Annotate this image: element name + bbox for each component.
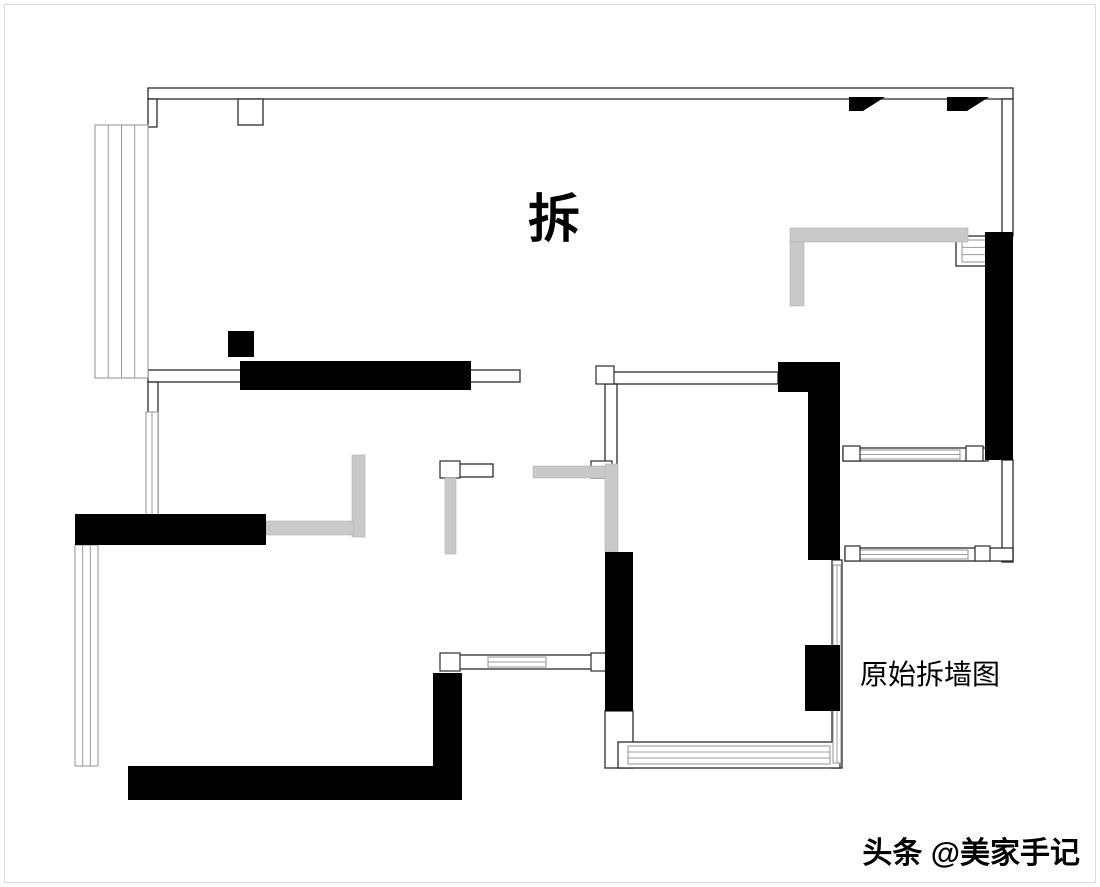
demolish-annotation: 拆: [528, 189, 583, 250]
beam-mark: [947, 97, 989, 111]
watermark: 头条 @美家手记: [862, 837, 1080, 870]
demolish-wall-segment: [985, 232, 1013, 460]
window-symbol: [627, 745, 831, 765]
wall-outline-segment: [469, 369, 521, 383]
demolish-wall-segment: [240, 361, 471, 390]
wall-junction-box: [439, 652, 461, 672]
wall-junction-box: [842, 445, 861, 462]
wall-junction-box: [965, 445, 984, 462]
retained-wall-segment: [789, 241, 805, 307]
wall-outline-segment: [147, 87, 1014, 100]
window-symbol: [74, 544, 99, 767]
retained-wall-segment: [789, 227, 969, 243]
wall-junction-box: [974, 545, 991, 562]
demolish-wall-segment: [128, 766, 462, 800]
retained-wall-segment: [265, 520, 355, 536]
beam-mark: [849, 97, 885, 111]
retained-wall-segment: [351, 454, 366, 538]
wall-junction-box: [595, 365, 615, 385]
retained-wall-segment: [532, 465, 608, 479]
demolish-wall-segment: [805, 645, 840, 711]
wall-junction-box: [844, 545, 861, 562]
demolish-wall-segment: [808, 392, 840, 560]
demolish-wall-segment: [778, 362, 840, 392]
wall-outline-segment: [237, 98, 264, 126]
wall-outline-segment: [604, 383, 618, 466]
demolish-wall-segment: [75, 514, 266, 545]
demolish-wall-segment: [228, 331, 254, 357]
wall-outline-segment: [609, 371, 779, 385]
wall-outline-segment: [147, 369, 242, 383]
plan-title: 原始拆墙图: [860, 658, 1001, 691]
retained-wall-segment: [604, 463, 619, 553]
demolish-wall-segment: [605, 552, 633, 711]
wall-junction-box: [439, 460, 461, 479]
wall-outline-segment: [1001, 98, 1014, 237]
wall-outline-segment: [147, 98, 158, 128]
wall-outline-segment: [1001, 459, 1014, 563]
retained-wall-segment: [444, 477, 457, 555]
